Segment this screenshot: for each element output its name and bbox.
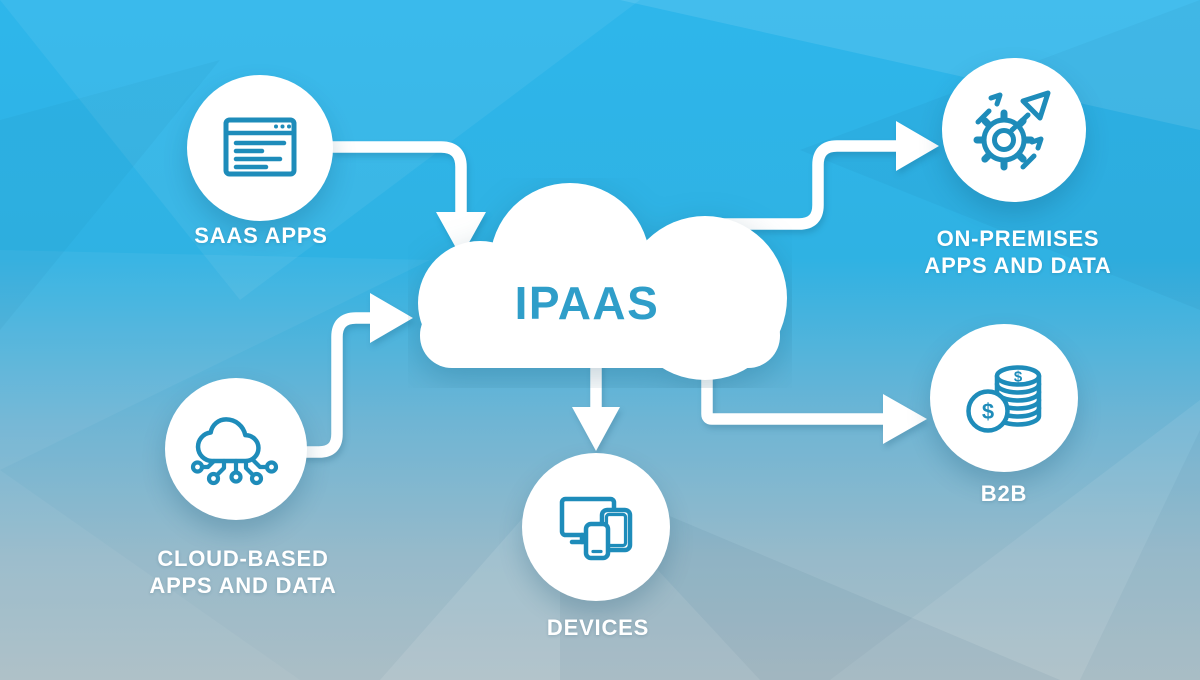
devices-icon bbox=[559, 496, 633, 561]
arrowhead-down-icon bbox=[436, 212, 486, 257]
arrow-ipaas-to-b2b bbox=[701, 352, 886, 425]
dollar-sign: $ bbox=[1014, 369, 1023, 386]
arrowhead-right-icon bbox=[883, 394, 927, 444]
arrow-ipaas-to-onpremises bbox=[706, 140, 899, 230]
label-line: CLOUD-BASED bbox=[157, 546, 329, 571]
cloud-network-icon bbox=[190, 417, 279, 486]
arrowhead-right-icon bbox=[370, 293, 413, 343]
coins-icon: $ $ bbox=[966, 365, 1042, 433]
label-saas-apps: SAAS APPS bbox=[194, 223, 328, 248]
arrowhead-right-icon bbox=[896, 121, 939, 171]
label-on-premises: ON-PREMISES APPS AND DATA bbox=[868, 225, 1168, 279]
ipaas-title: IPAAS bbox=[514, 277, 660, 329]
node-saas-apps bbox=[187, 75, 333, 221]
label-cloud-based: CLOUD-BASED APPS AND DATA bbox=[93, 545, 393, 599]
label-line: APPS AND DATA bbox=[924, 253, 1112, 278]
node-cloud-based bbox=[165, 378, 307, 520]
dollar-sign: $ bbox=[982, 399, 994, 424]
label-line: APPS AND DATA bbox=[149, 573, 337, 598]
arrowhead-down-icon bbox=[572, 407, 620, 451]
arrow-saas-to-ipaas bbox=[331, 141, 467, 216]
label-devices: DEVICES bbox=[546, 615, 650, 640]
gear-growth-arrows-icon bbox=[973, 90, 1051, 171]
node-on-premises bbox=[942, 58, 1086, 202]
label-b2b: B2B bbox=[980, 481, 1028, 506]
label-line: ON-PREMISES bbox=[936, 226, 1100, 251]
arrow-cloudbased-to-ipaas bbox=[295, 312, 372, 458]
node-b2b: $ $ bbox=[930, 324, 1078, 472]
browser-window-icon bbox=[223, 117, 297, 177]
ipaas-cloud bbox=[418, 183, 787, 380]
node-devices bbox=[522, 453, 670, 601]
